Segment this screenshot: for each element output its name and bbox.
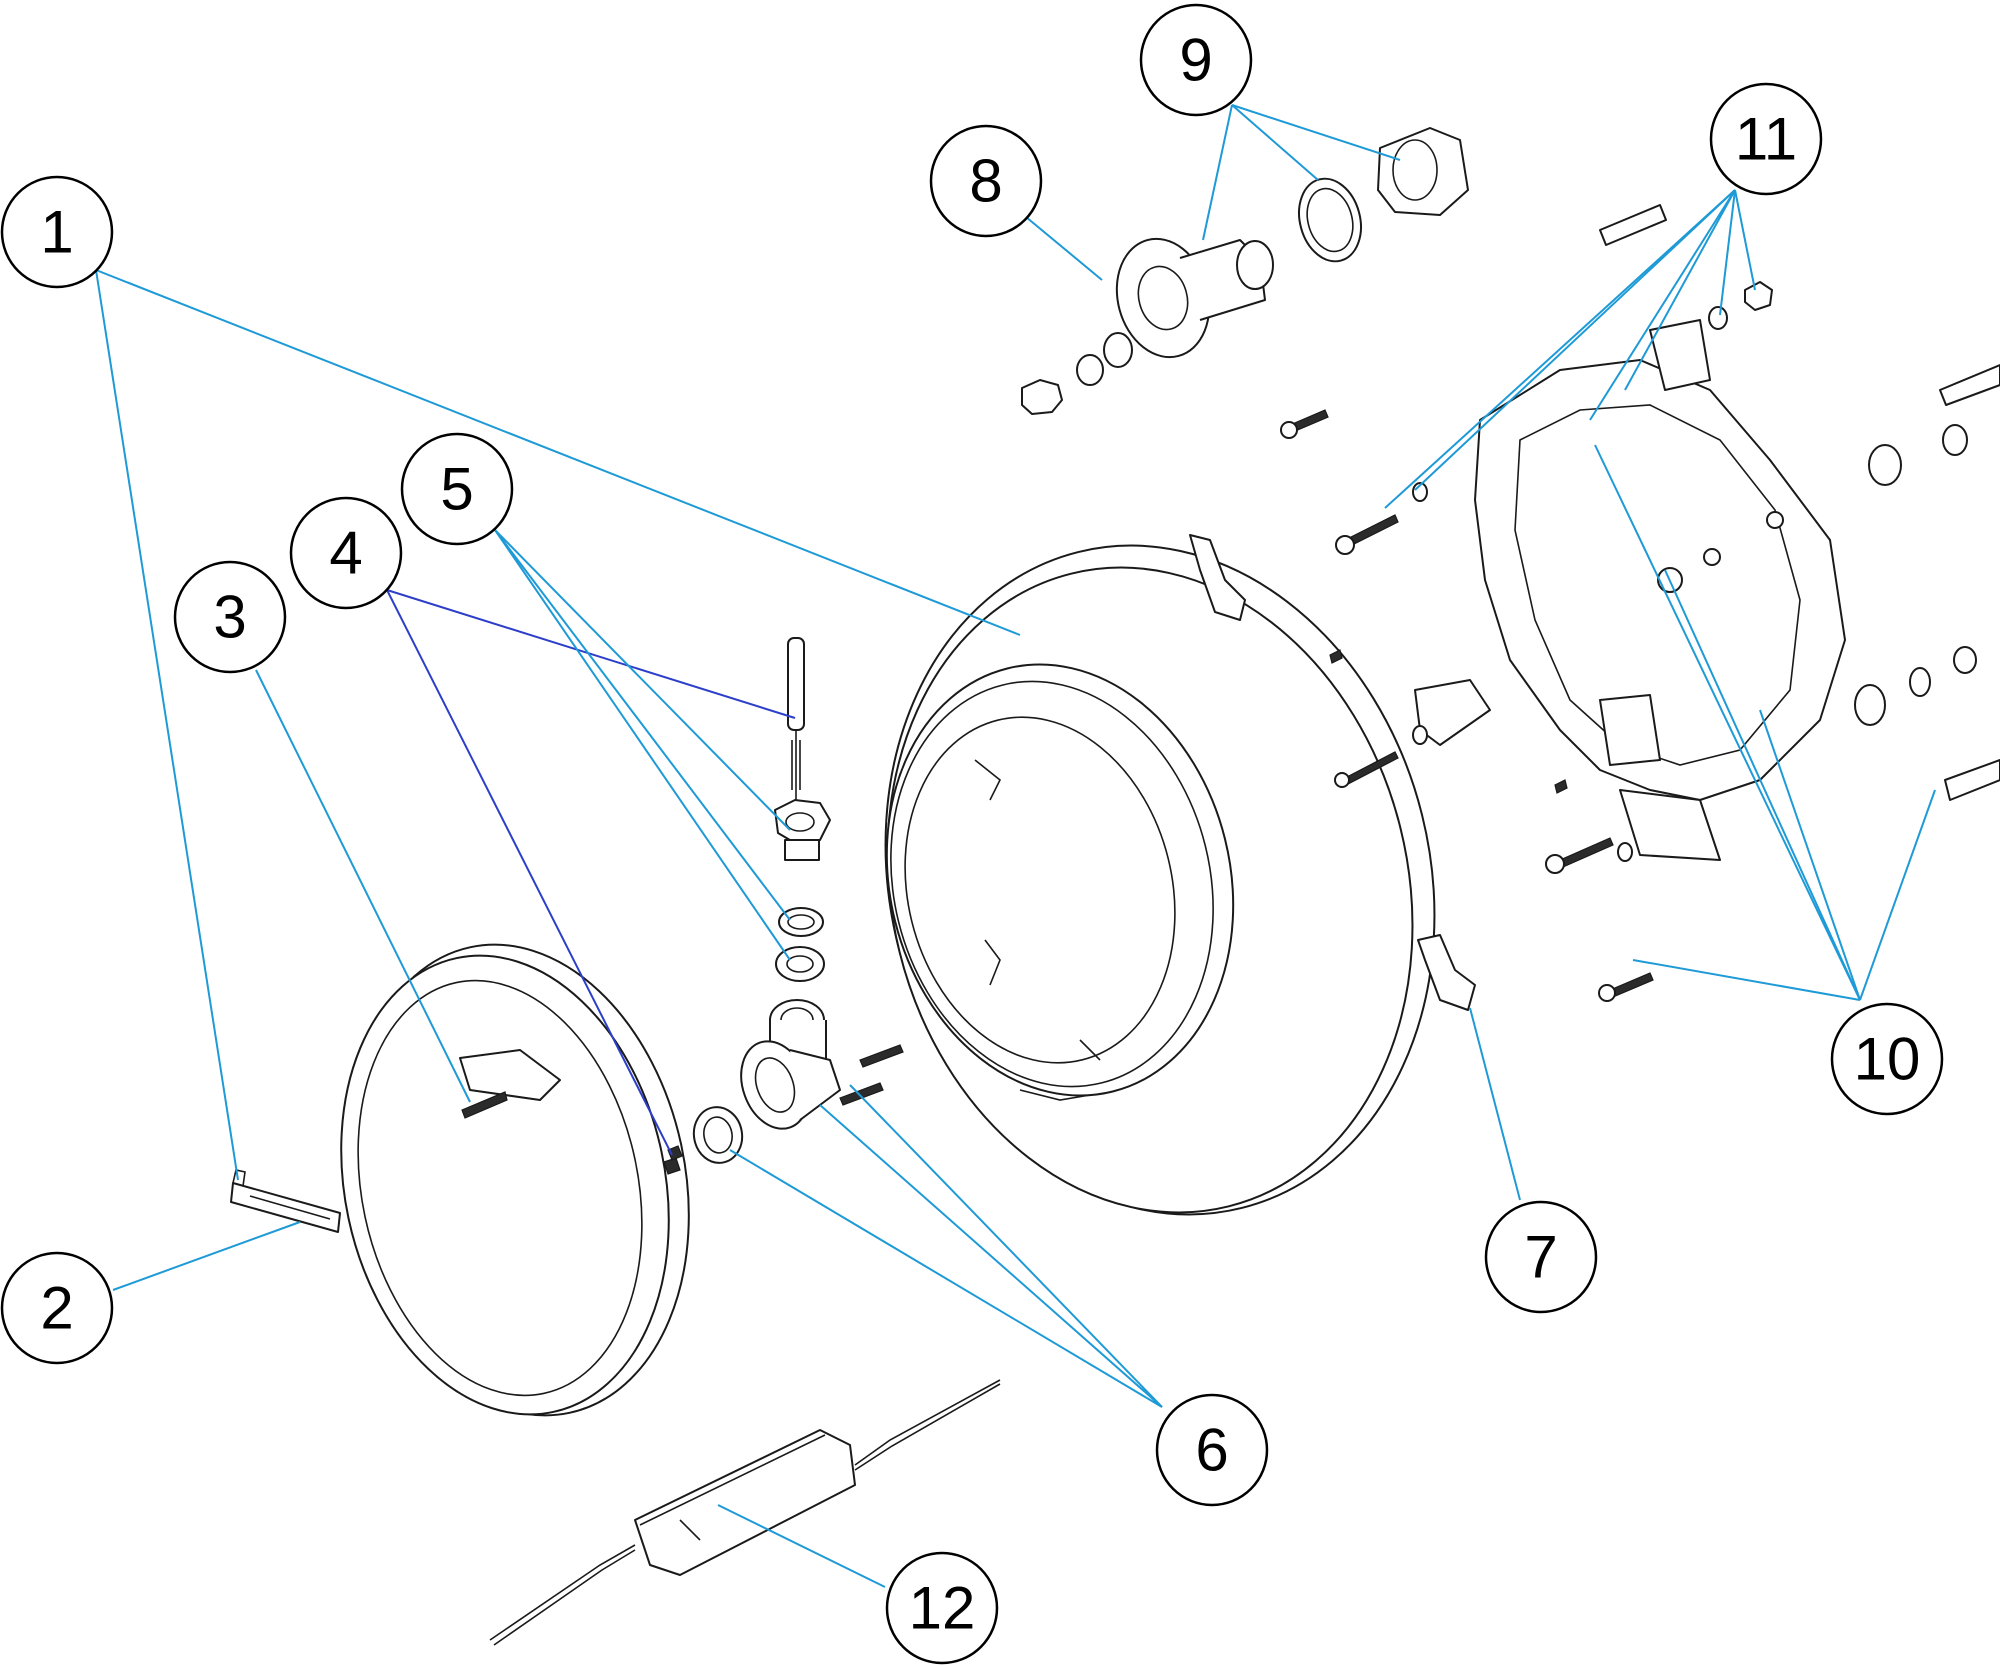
- callout-2: 2: [0, 1251, 114, 1365]
- callout-8: 8: [929, 124, 1043, 238]
- callout-11: 11: [1709, 82, 1823, 196]
- callout-1-label: 1: [40, 199, 73, 266]
- callout-12-label: 12: [909, 1575, 976, 1642]
- callout-5: 5: [400, 432, 514, 546]
- callout-6: 6: [1155, 1393, 1269, 1507]
- callout-7-label: 7: [1524, 1224, 1557, 1291]
- callout-9-label: 9: [1179, 27, 1212, 94]
- trim-ring-housing: [884, 544, 1436, 1216]
- callout-7: 7: [1484, 1200, 1598, 1314]
- leader-lines: [95, 104, 1936, 1588]
- callout-11-label: 11: [1735, 106, 1797, 173]
- callout-4: 4: [289, 496, 403, 610]
- power-supply-driver: [489, 1379, 1001, 1646]
- callout-2-label: 2: [40, 1275, 73, 1342]
- callout-9: 9: [1139, 3, 1253, 117]
- lamp-lens-ring: [340, 943, 690, 1417]
- callout-4-label: 4: [329, 520, 362, 587]
- callout-5-label: 5: [440, 456, 473, 523]
- callout-3: 3: [173, 560, 287, 674]
- callout-3-label: 3: [213, 584, 246, 651]
- mounting-bracket: [1474, 319, 1846, 861]
- callout-10-label: 10: [1854, 1026, 1921, 1093]
- wall-fitting-assembly: [1021, 237, 1274, 415]
- callout-12: 12: [885, 1551, 999, 1665]
- elbow-fitting: [692, 999, 904, 1164]
- anchors-washers-nuts: [1412, 204, 2000, 862]
- callout-10: 10: [1830, 1002, 1944, 1116]
- nut-washer-stack: [774, 799, 831, 982]
- callout-1: 1: [0, 175, 114, 289]
- washer-and-hex-nut: [1298, 127, 1469, 263]
- callout-8-label: 8: [969, 148, 1002, 215]
- callout-6-label: 6: [1195, 1417, 1228, 1484]
- locking-clips: [1189, 534, 1491, 1011]
- pin-and-screws: [663, 637, 805, 1175]
- clip-bar: [230, 1169, 341, 1233]
